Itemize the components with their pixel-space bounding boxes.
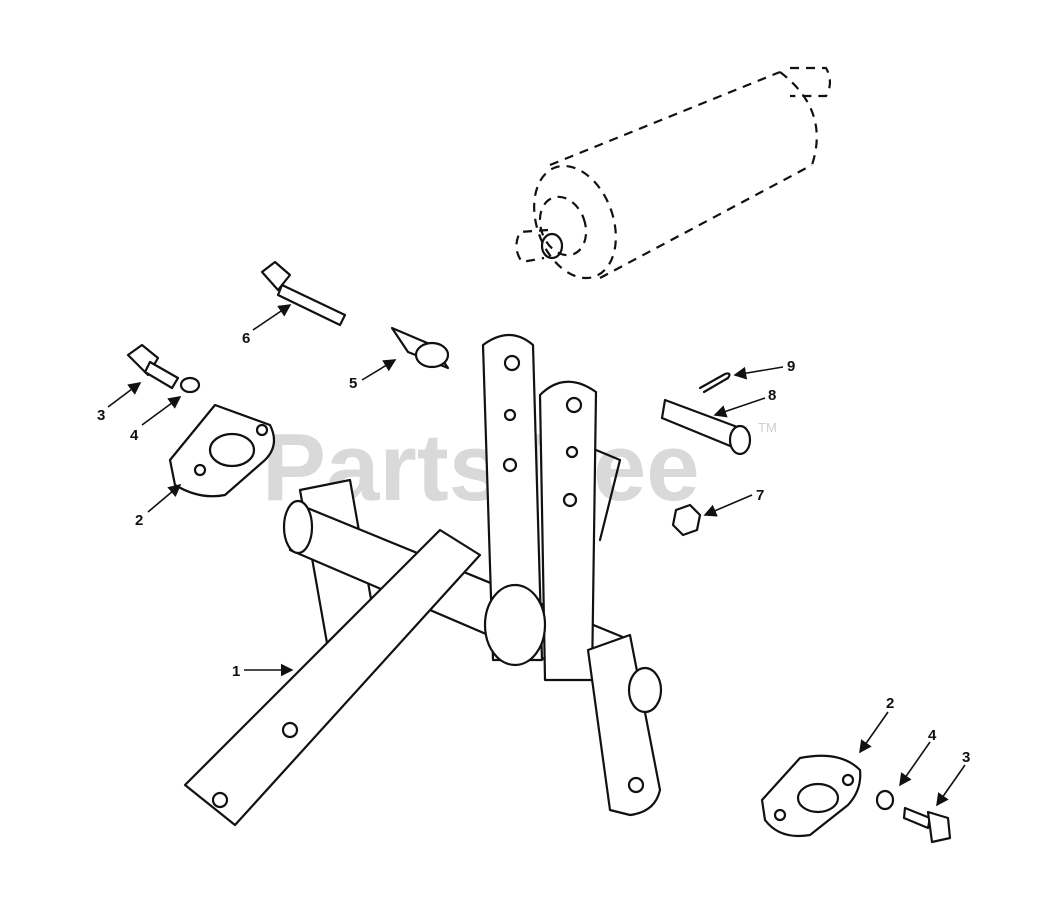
callout-8: 8 [768,387,776,404]
bolt-long [260,260,347,327]
bolt-washer-left [126,343,201,394]
callout-4-right: 4 [928,727,937,744]
callout-2-right: 2 [886,695,894,712]
callout-6: 6 [242,330,250,347]
callout-3-left: 3 [97,407,105,424]
pin-cotter [660,372,752,456]
callout-3-right: 3 [962,749,970,766]
flange-right [760,754,952,844]
callouts: 1 2 3 4 5 6 7 8 9 2 4 3 [97,330,970,766]
watermark-trademark: TM [758,420,777,435]
callout-2-left: 2 [135,512,143,529]
callout-1: 1 [232,663,240,680]
callout-7: 7 [756,487,764,504]
frame-assembly [183,333,663,827]
callout-5: 5 [349,375,357,392]
nut [671,503,702,537]
spacer [390,326,450,370]
callout-9: 9 [787,358,795,375]
roller-reference [515,66,832,280]
flange-left [168,403,276,498]
callout-4-left: 4 [130,427,139,444]
leader-lines [107,304,966,807]
